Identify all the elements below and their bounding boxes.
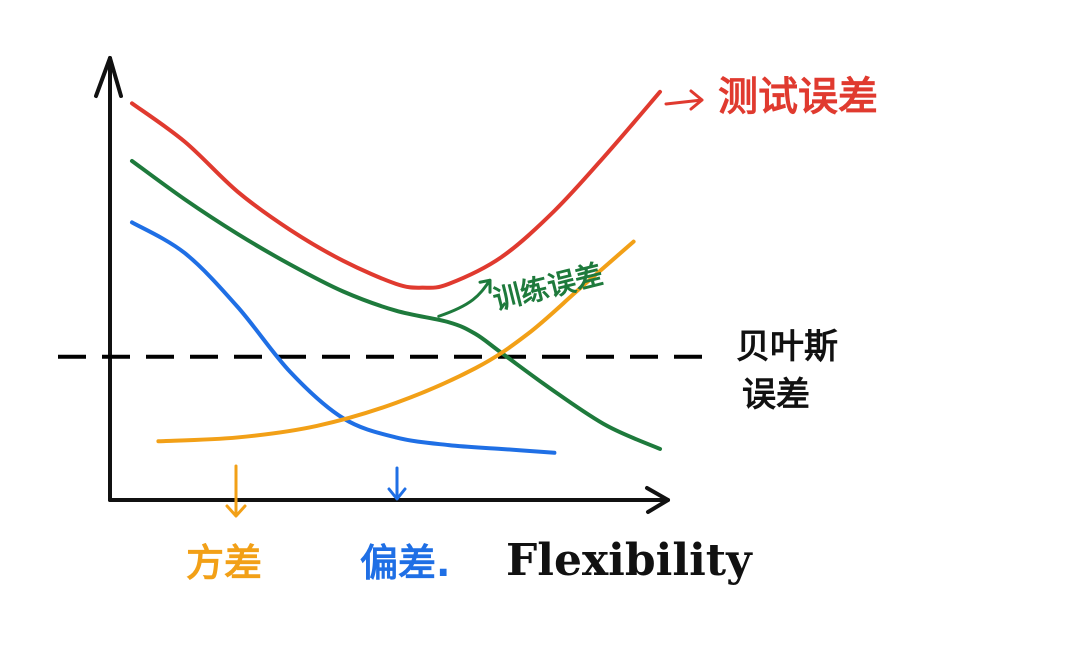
variance-line [156,239,636,444]
bayes-error-label-line1: 贝叶斯 [736,327,838,367]
test-error-line [130,89,662,290]
bayes-error-label-line2: 误差 [742,375,810,415]
training-error-label-arrow [437,278,492,318]
test-error-label: 测试误差 [718,74,878,120]
x-axis-arrowhead [645,486,670,514]
bias-line [130,220,557,455]
variance-label-arrow [225,464,247,518]
test-error-label-arrow [664,89,704,111]
variance-label: 方差 [186,541,262,585]
training-error-line [130,158,662,451]
training-error-label: 训练误差 [490,258,607,317]
axes [94,56,670,514]
bias-label: 偏差. [360,541,450,585]
bias-label-arrow [387,466,407,501]
x-axis-title: Flexibility [506,535,753,586]
series-layer [130,89,662,455]
y-axis-arrowhead [94,56,123,98]
